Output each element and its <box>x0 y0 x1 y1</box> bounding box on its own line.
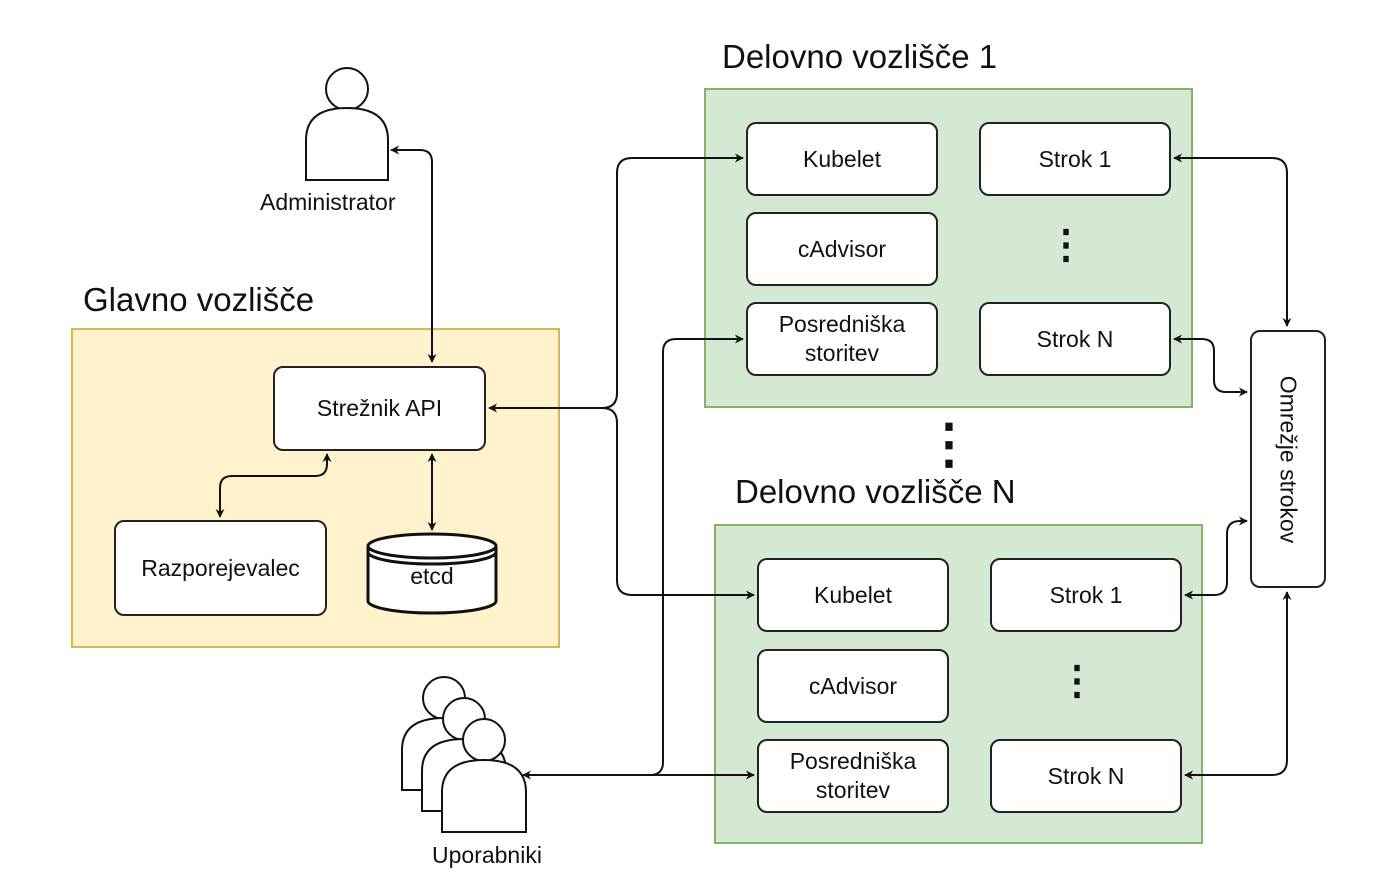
worker-node-1-title: Delovno vozlišče 1 <box>722 38 998 75</box>
pod-network-box <box>1250 330 1326 588</box>
scheduler-api-connector <box>215 453 332 518</box>
worker-1-proxy-label-line2: storitev <box>804 340 880 366</box>
worker-n-kubelet-label: Kubelet <box>813 581 892 608</box>
worker-n-pod-n-label: Strok N <box>1047 762 1125 789</box>
administrator-label: Administrator <box>260 189 396 215</box>
worker-1-pod-n-label: Strok N <box>1036 325 1114 352</box>
worker-n-proxy-label-line1: Posredniška <box>789 748 917 775</box>
administrator-icon <box>305 67 389 181</box>
scheduler-box: Razporejevalec <box>114 520 327 616</box>
worker-1-kubelet-box: Kubelet <box>746 122 938 196</box>
worker-n-cadvisor-box: cAdvisor <box>757 649 949 723</box>
worker-n-pod-n-box: Strok N <box>990 739 1182 813</box>
worker-1-proxy-box: Posredniška storitev <box>746 302 938 376</box>
worker-1-cadvisor-label: cAdvisor <box>797 235 887 262</box>
worker-1-pod-1-box: Strok 1 <box>979 122 1171 196</box>
etcd-label: etcd <box>410 563 453 589</box>
wn-pod1-network-connector <box>1184 516 1248 600</box>
api-server-box: Strežnik API <box>273 366 486 451</box>
master-node-title: Glavno vozlišče <box>83 281 315 318</box>
api-server-label: Strežnik API <box>316 395 443 422</box>
users-proxy-connector <box>522 334 744 780</box>
between-worker-nodes-ellipsis: ⋮ <box>922 414 976 474</box>
etcd-database-icon: etcd <box>366 532 498 615</box>
api-kubelet1-connector <box>488 153 744 413</box>
worker-node-n-title: Delovno vozlišče N <box>735 473 1016 510</box>
wn-podn-network-connector <box>1184 591 1292 780</box>
users-icon <box>401 676 527 833</box>
worker-1-pods-ellipsis: ⋮ <box>1046 223 1086 267</box>
admin-api-connector <box>390 145 437 363</box>
w1-podn-network-connector <box>1173 334 1248 397</box>
w1-pod1-network-connector <box>1173 153 1292 327</box>
worker-n-pod-1-label: Strok 1 <box>1049 581 1123 608</box>
api-kubeletn-connector <box>601 407 755 600</box>
worker-n-kubelet-box: Kubelet <box>757 558 949 632</box>
users-label: Uporabniki <box>432 842 542 868</box>
worker-1-kubelet-label: Kubelet <box>802 145 881 172</box>
worker-1-cadvisor-box: cAdvisor <box>746 212 938 286</box>
worker-n-pod-1-box: Strok 1 <box>990 558 1182 632</box>
worker-1-proxy-label-line1: Posredniška <box>778 311 906 338</box>
worker-n-proxy-box: Posredniška storitev <box>757 739 949 813</box>
worker-1-pod-1-label: Strok 1 <box>1038 145 1112 172</box>
scheduler-label: Razporejevalec <box>141 554 300 581</box>
worker-n-pods-ellipsis: ⋮ <box>1057 659 1097 703</box>
worker-1-pod-n-box: Strok N <box>979 302 1171 376</box>
worker-n-proxy-label-line2: storitev <box>815 777 891 803</box>
worker-n-cadvisor-label: cAdvisor <box>808 672 898 699</box>
